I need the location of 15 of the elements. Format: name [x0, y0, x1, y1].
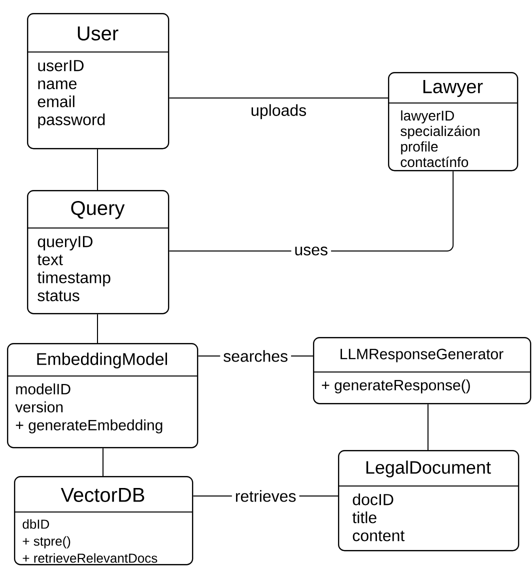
class-box: User userID name email password	[26, 13, 170, 150]
edge-label: retrieves	[232, 487, 300, 505]
connector-line	[168, 170, 454, 252]
connector-line	[97, 314, 98, 344]
edge-label: uploads	[248, 102, 309, 122]
class-box: Query queryID text timestamp status	[26, 190, 170, 314]
connector-line	[102, 448, 104, 476]
connector-line	[97, 148, 98, 190]
class-box: VectorDB dbID + stpre() + retrieveRelevantDocs	[14, 476, 194, 566]
class-box: EmbeddingModel modelID version + generateEmbedding	[6, 343, 198, 448]
class-box: LLMResponseGenerator + generateResponse()	[312, 337, 532, 404]
edge-label: uses	[291, 244, 332, 258]
edge-label: searches	[220, 347, 292, 365]
class-box: Lawyer lawyerID specializáion profile contactínfo	[388, 72, 518, 172]
class-box: LegalDocument docID title content	[338, 450, 520, 552]
